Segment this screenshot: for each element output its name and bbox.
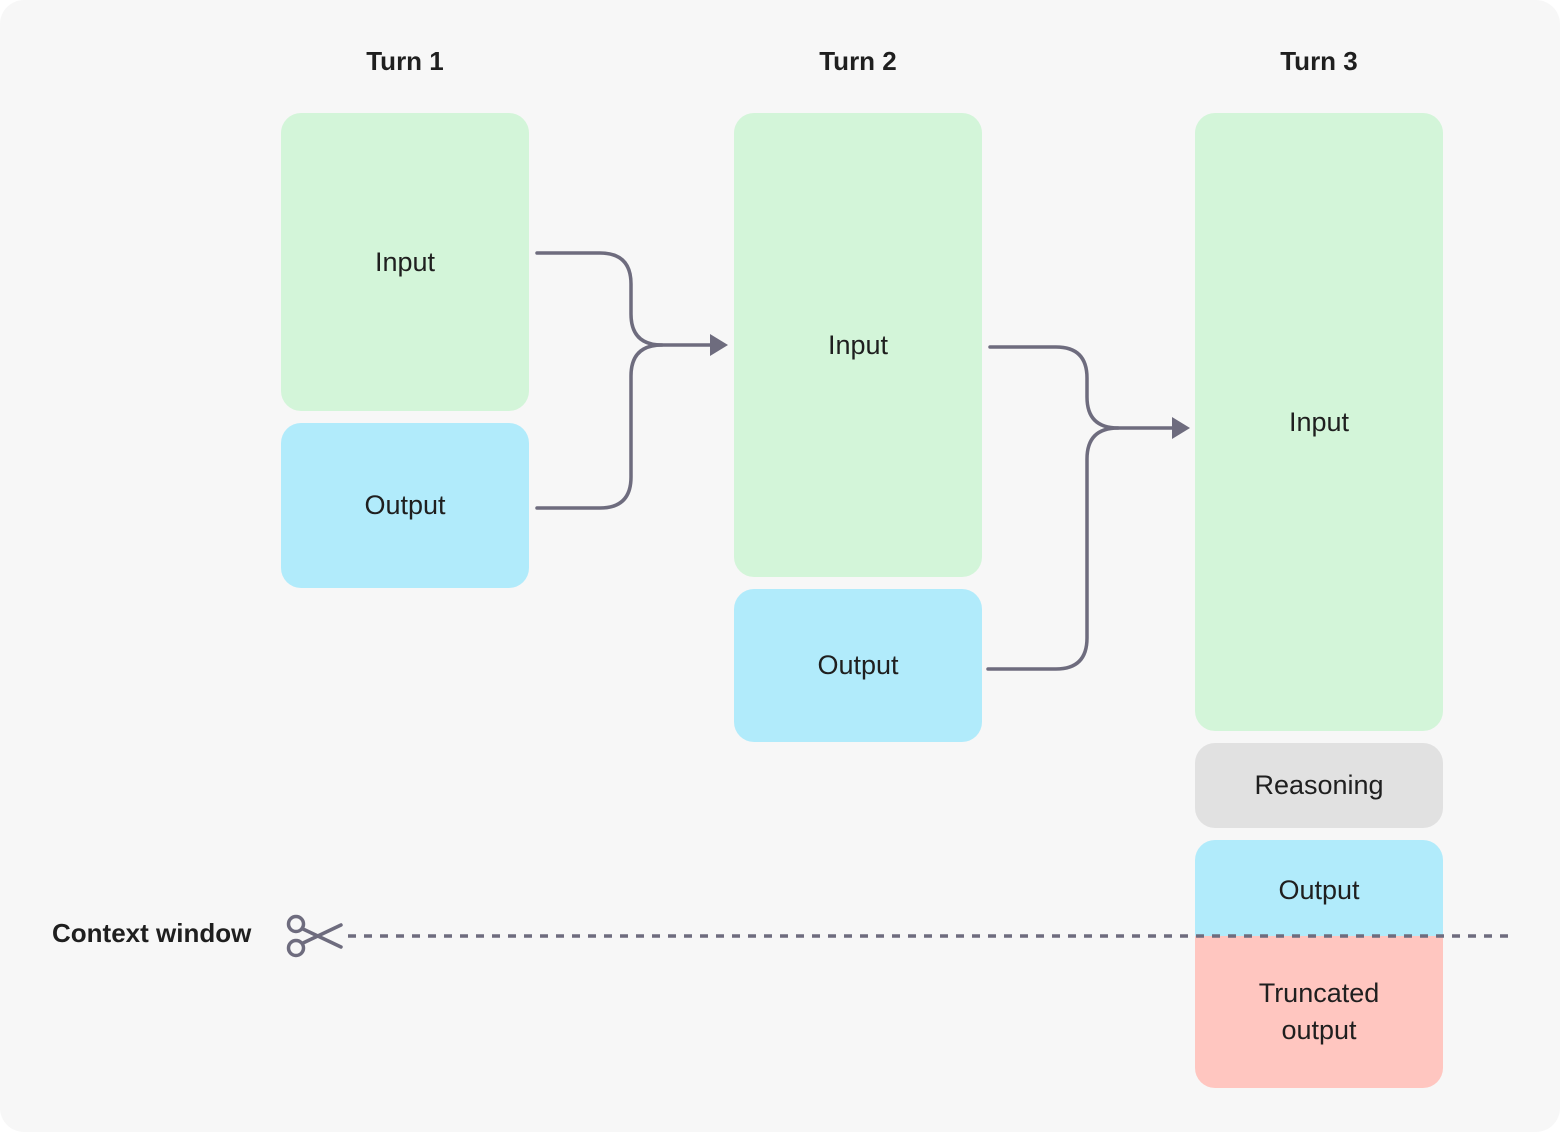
- turn-1-title: Turn 1: [366, 46, 444, 76]
- connector-turn1-input: [535, 251, 714, 347]
- turn-3-input-block: Input: [1195, 113, 1443, 731]
- turn-1-input-label: Input: [374, 246, 436, 277]
- scissors-icon: [286, 914, 343, 958]
- turn-1-output-label: Output: [364, 490, 446, 520]
- turn-2-output-block: Output: [734, 589, 982, 742]
- turn-3-input-label: Input: [1288, 406, 1350, 437]
- turn-3-reasoning-label: Reasoning: [1254, 770, 1384, 800]
- turn-3-reasoning-block: Reasoning: [1195, 743, 1443, 828]
- connector-turn1-output: [535, 343, 664, 510]
- turn-3-output-block: Output: [1195, 840, 1443, 936]
- context-window-label: Context window: [52, 918, 252, 948]
- arrowhead-to-turn-3: [1172, 417, 1190, 439]
- turn-1-input-block: Input: [281, 113, 529, 411]
- turn-3-output-label: Output: [1278, 875, 1360, 905]
- turn-2-output-label: Output: [817, 650, 899, 680]
- connector-turn2-input: [988, 345, 1176, 430]
- turn-3-title: Turn 3: [1280, 46, 1358, 76]
- turn-3-truncated-output-label: Truncated output: [1258, 978, 1380, 1045]
- turn-2-title: Turn 2: [819, 46, 897, 76]
- turn-2-input-label: Input: [827, 329, 889, 360]
- turn-2-input-block: Input: [734, 113, 982, 577]
- turn-1-output-block: Output: [281, 423, 529, 588]
- connector-turn2-output: [986, 426, 1120, 671]
- turn-3-truncated-output-block: Truncated output: [1195, 936, 1443, 1088]
- arrowhead-to-turn-2: [710, 334, 728, 356]
